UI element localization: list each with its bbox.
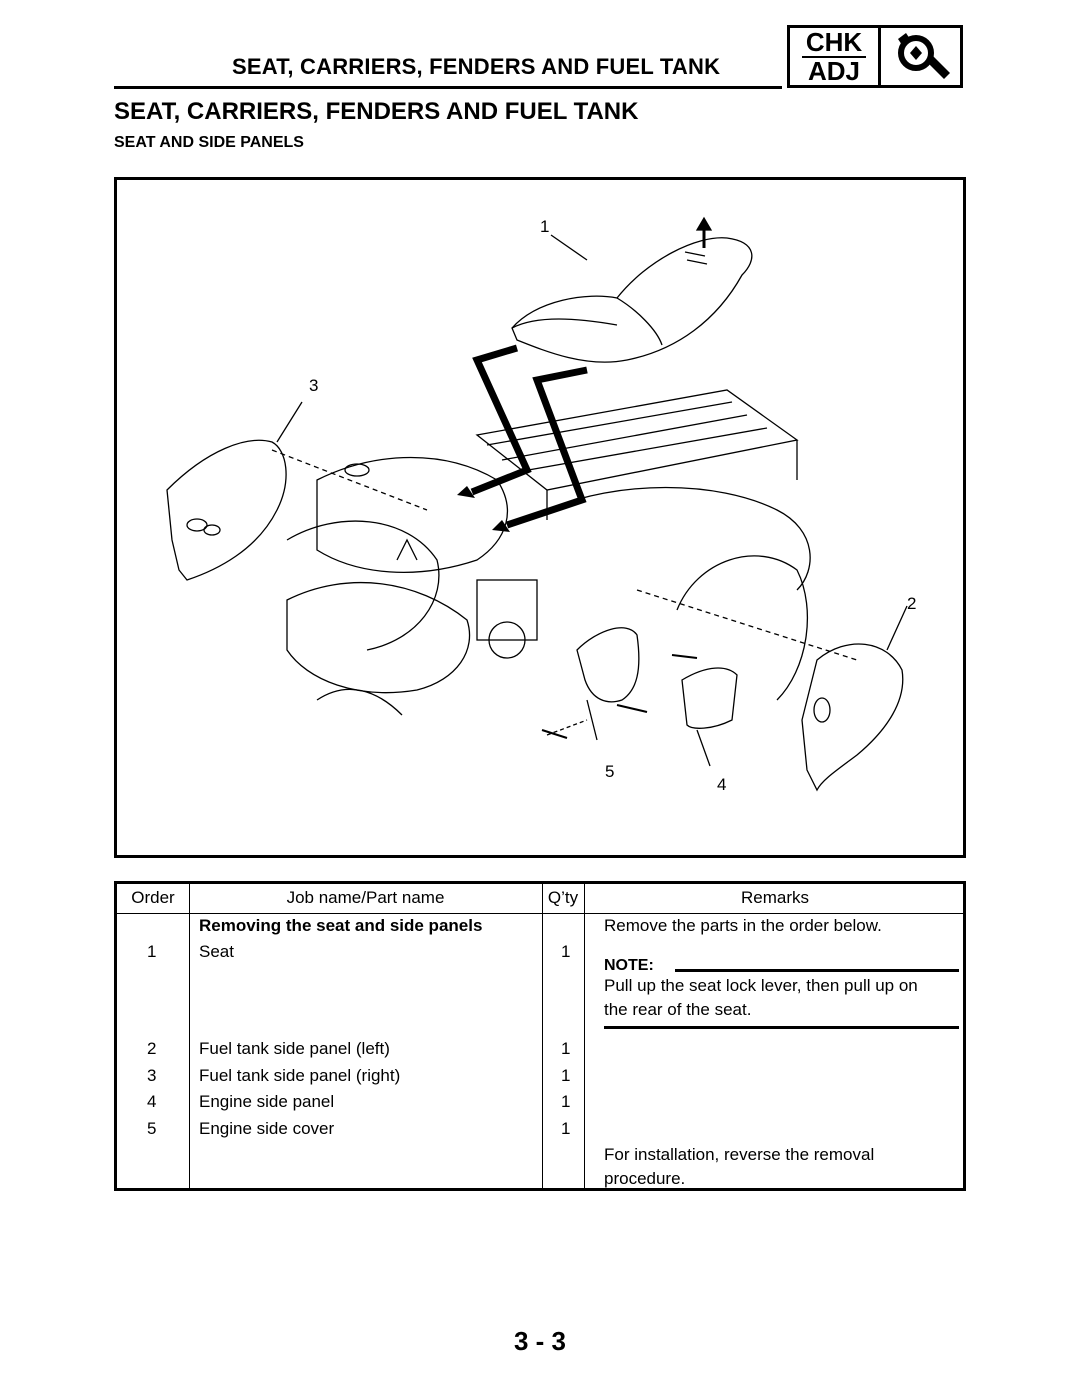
row-order: 5	[147, 1119, 157, 1138]
row-part: Fuel tank side panel (left)	[199, 1039, 390, 1058]
table-col-divider	[189, 884, 190, 1188]
exploded-diagram: 1 2 3 4 5	[114, 177, 966, 858]
note-top-rule	[675, 969, 959, 972]
page-title: SEAT, CARRIERS, FENDERS AND FUEL TANK	[114, 98, 639, 125]
note-bottom-rule	[604, 1026, 959, 1029]
note-label: NOTE:	[604, 957, 654, 974]
header-order: Order	[131, 888, 175, 907]
install-line-1: For installation, reverse the removal	[604, 1145, 875, 1164]
row-order: 4	[147, 1092, 157, 1111]
removal-table: Order Job name/Part name Q’ty Remarks Re…	[114, 881, 966, 1191]
callout-5: 5	[605, 762, 615, 781]
section-title: SEAT AND SIDE PANELS	[114, 134, 304, 151]
badge-adj-label: ADJ	[807, 55, 860, 86]
wrench-magnifier-icon	[881, 28, 960, 85]
table-col-divider	[542, 884, 543, 1188]
header-title: SEAT, CARRIERS, FENDERS AND FUEL TANK	[232, 54, 721, 79]
row-order: 2	[147, 1039, 157, 1058]
row-part: Engine side panel	[199, 1092, 335, 1111]
chk-adj-badge: CHK ADJ	[787, 25, 963, 88]
install-line-2: procedure.	[604, 1169, 686, 1188]
row-order: 3	[147, 1066, 157, 1085]
table-header-divider	[117, 913, 963, 914]
note-line-1: Pull up the seat lock lever, then pull u…	[604, 976, 918, 995]
header-qty: Q’ty	[547, 888, 579, 907]
row-qty: 1	[561, 942, 571, 961]
atv-seat-diagram	[166, 216, 908, 792]
row-part: Engine side cover	[199, 1119, 335, 1138]
page-number: 3 - 3	[513, 1326, 567, 1356]
callout-3: 3	[309, 376, 319, 395]
badge-text: CHK ADJ	[790, 28, 881, 85]
note-line-2: the rear of the seat.	[604, 1000, 752, 1019]
header-rule	[114, 86, 782, 89]
badge-chk-label: CHK	[801, 28, 867, 58]
group-title: Removing the seat and side panels	[199, 916, 483, 935]
table-col-divider	[584, 884, 585, 1188]
group-remark: Remove the parts in the order below.	[604, 916, 882, 935]
callout-2: 2	[907, 594, 917, 613]
callout-1: 1	[540, 217, 550, 236]
row-qty: 1	[561, 1119, 571, 1138]
row-order: 1	[147, 942, 157, 961]
row-qty: 1	[561, 1092, 571, 1111]
row-qty: 1	[561, 1039, 571, 1058]
header-job: Job name/Part name	[286, 888, 445, 907]
row-qty: 1	[561, 1066, 571, 1085]
row-part: Fuel tank side panel (right)	[199, 1066, 401, 1085]
callout-4: 4	[717, 775, 727, 794]
row-part: Seat	[199, 942, 234, 961]
header-remarks: Remarks	[740, 888, 809, 907]
